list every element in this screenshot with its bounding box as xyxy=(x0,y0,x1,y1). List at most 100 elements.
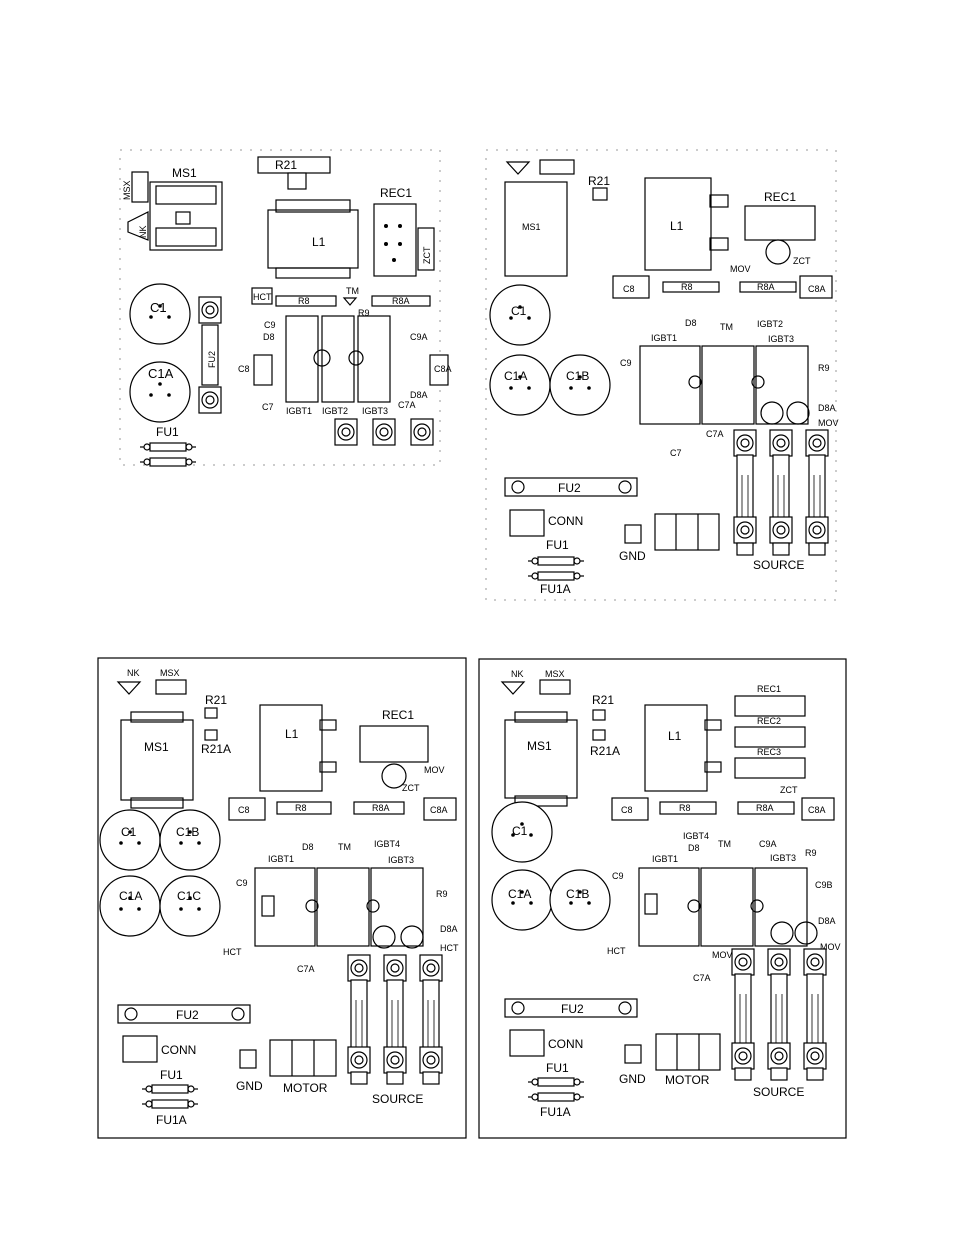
label-tm: TM xyxy=(720,322,733,332)
label-fu1a: FU1A xyxy=(540,1105,571,1119)
label-motor: MOTOR xyxy=(665,1073,710,1087)
label-c1a: C1A xyxy=(504,369,527,383)
label-msx: MSX xyxy=(545,669,565,679)
label-fu1: FU1 xyxy=(546,1061,569,1075)
label-d8a: D8A xyxy=(818,403,836,413)
label-c9: C9 xyxy=(236,878,248,888)
label-zct: ZCT xyxy=(422,246,432,264)
label-tm: TM xyxy=(346,286,359,296)
label-c1: C1 xyxy=(150,300,167,315)
label-r9: R9 xyxy=(805,848,817,858)
label-tm: TM xyxy=(718,839,731,849)
label-conn: CONN xyxy=(548,1037,583,1051)
label-fu1a: FU1A xyxy=(540,582,571,596)
label-mov: MOV xyxy=(424,765,445,775)
label-c7: C7 xyxy=(670,448,682,458)
label-c9a: C9A xyxy=(410,332,428,342)
label-d8a: D8A xyxy=(440,924,458,934)
label-d8: D8 xyxy=(688,843,700,853)
label-c8a: C8A xyxy=(434,364,452,374)
label-c8: C8 xyxy=(623,284,635,294)
label-c7a: C7A xyxy=(693,973,711,983)
label-fu2: FU2 xyxy=(176,1008,199,1022)
label-r8: R8 xyxy=(295,803,307,813)
label-mov: MOV xyxy=(730,264,751,274)
label-l1: L1 xyxy=(670,219,684,233)
label-rec1: REC1 xyxy=(764,190,796,204)
label-d8: D8 xyxy=(302,842,314,852)
label-c7: C7 xyxy=(262,402,274,412)
label-conn: CONN xyxy=(161,1043,196,1057)
label-r21: R21 xyxy=(275,158,297,172)
label-c1a: C1A xyxy=(148,366,174,381)
label-tm: TM xyxy=(338,842,351,852)
label-ms1: MS1 xyxy=(144,740,169,754)
label-source: SOURCE xyxy=(753,1085,804,1099)
label-msx: MSX xyxy=(122,180,132,200)
label-nk: NK xyxy=(511,669,524,679)
label-igbt1: IGBT1 xyxy=(286,406,312,416)
label-r8: R8 xyxy=(679,803,691,813)
panel-b: R21 L1 REC1 MOV ZCT MS1 C8 R8 R8A C8A C1… xyxy=(485,149,839,601)
label-c1b: C1B xyxy=(566,887,589,901)
label-igbt4: IGBT4 xyxy=(374,839,400,849)
label-hct: HCT xyxy=(223,947,242,957)
label-fu1: FU1 xyxy=(546,538,569,552)
label-mov: MOV xyxy=(712,950,733,960)
label-zct: ZCT xyxy=(793,256,811,266)
label-fu1a: FU1A xyxy=(156,1113,187,1127)
label-c9: C9 xyxy=(612,871,624,881)
label-conn: CONN xyxy=(548,514,583,528)
label-rec2: REC2 xyxy=(757,716,781,726)
label-ms1: MS1 xyxy=(172,166,197,180)
label-c9: C9 xyxy=(264,320,276,330)
label-mov-2: MOV xyxy=(818,418,839,428)
label-nk: NK xyxy=(138,225,148,238)
label-fu1: FU1 xyxy=(160,1068,183,1082)
label-c7a: C7A xyxy=(706,429,724,439)
label-igbt1: IGBT1 xyxy=(651,333,677,343)
label-c9b: C9B xyxy=(815,880,833,890)
label-hct: HCT xyxy=(607,946,626,956)
label-c1c: C1C xyxy=(177,889,201,903)
label-r8a: R8A xyxy=(757,282,775,292)
label-c1b: C1B xyxy=(566,369,589,383)
label-gnd: GND xyxy=(619,549,646,563)
label-igbt3: IGBT3 xyxy=(770,853,796,863)
label-igbt1: IGBT1 xyxy=(268,854,294,864)
label-d8: D8 xyxy=(685,318,697,328)
panel-d: NK MSX R21 R21A MS1 L1 REC1 REC2 REC3 ZC… xyxy=(478,658,847,1139)
label-c9: C9 xyxy=(620,358,632,368)
label-r21a: R21A xyxy=(590,744,620,758)
label-c1a: C1A xyxy=(508,887,531,901)
label-zct: ZCT xyxy=(780,785,798,795)
label-rec1: REC1 xyxy=(757,684,781,694)
label-igbt2: IGBT2 xyxy=(757,319,783,329)
label-igbt2: IGBT2 xyxy=(322,406,348,416)
label-c8: C8 xyxy=(238,364,250,374)
label-gnd: GND xyxy=(619,1072,646,1086)
label-source: SOURCE xyxy=(753,558,804,572)
label-r8: R8 xyxy=(681,282,693,292)
label-rec1: REC1 xyxy=(380,186,412,200)
label-r21: R21 xyxy=(592,693,614,707)
label-motor: MOTOR xyxy=(283,1081,328,1095)
label-igbt3: IGBT3 xyxy=(768,334,794,344)
label-nk: NK xyxy=(127,668,140,678)
label-r8a: R8A xyxy=(756,803,774,813)
label-r9: R9 xyxy=(358,308,370,318)
label-c8a: C8A xyxy=(430,805,448,815)
label-c1: C1 xyxy=(511,304,527,318)
label-igbt3: IGBT3 xyxy=(388,855,414,865)
label-r8a: R8A xyxy=(372,803,390,813)
label-c8a: C8A xyxy=(808,805,826,815)
label-l1: L1 xyxy=(312,235,326,249)
label-r9: R9 xyxy=(436,889,448,899)
label-igbt1: IGBT1 xyxy=(652,854,678,864)
label-d8a: D8A xyxy=(410,390,428,400)
label-c1: C1 xyxy=(512,824,528,838)
panel-a: R21 MS1 MSX NK L1 REC1 ZCT HCT TM R8 R8A… xyxy=(119,149,452,467)
label-source: SOURCE xyxy=(372,1092,423,1106)
panel-c: NK MSX R21 R21A MS1 L1 REC1 MOV ZCT C8 R… xyxy=(97,657,467,1139)
